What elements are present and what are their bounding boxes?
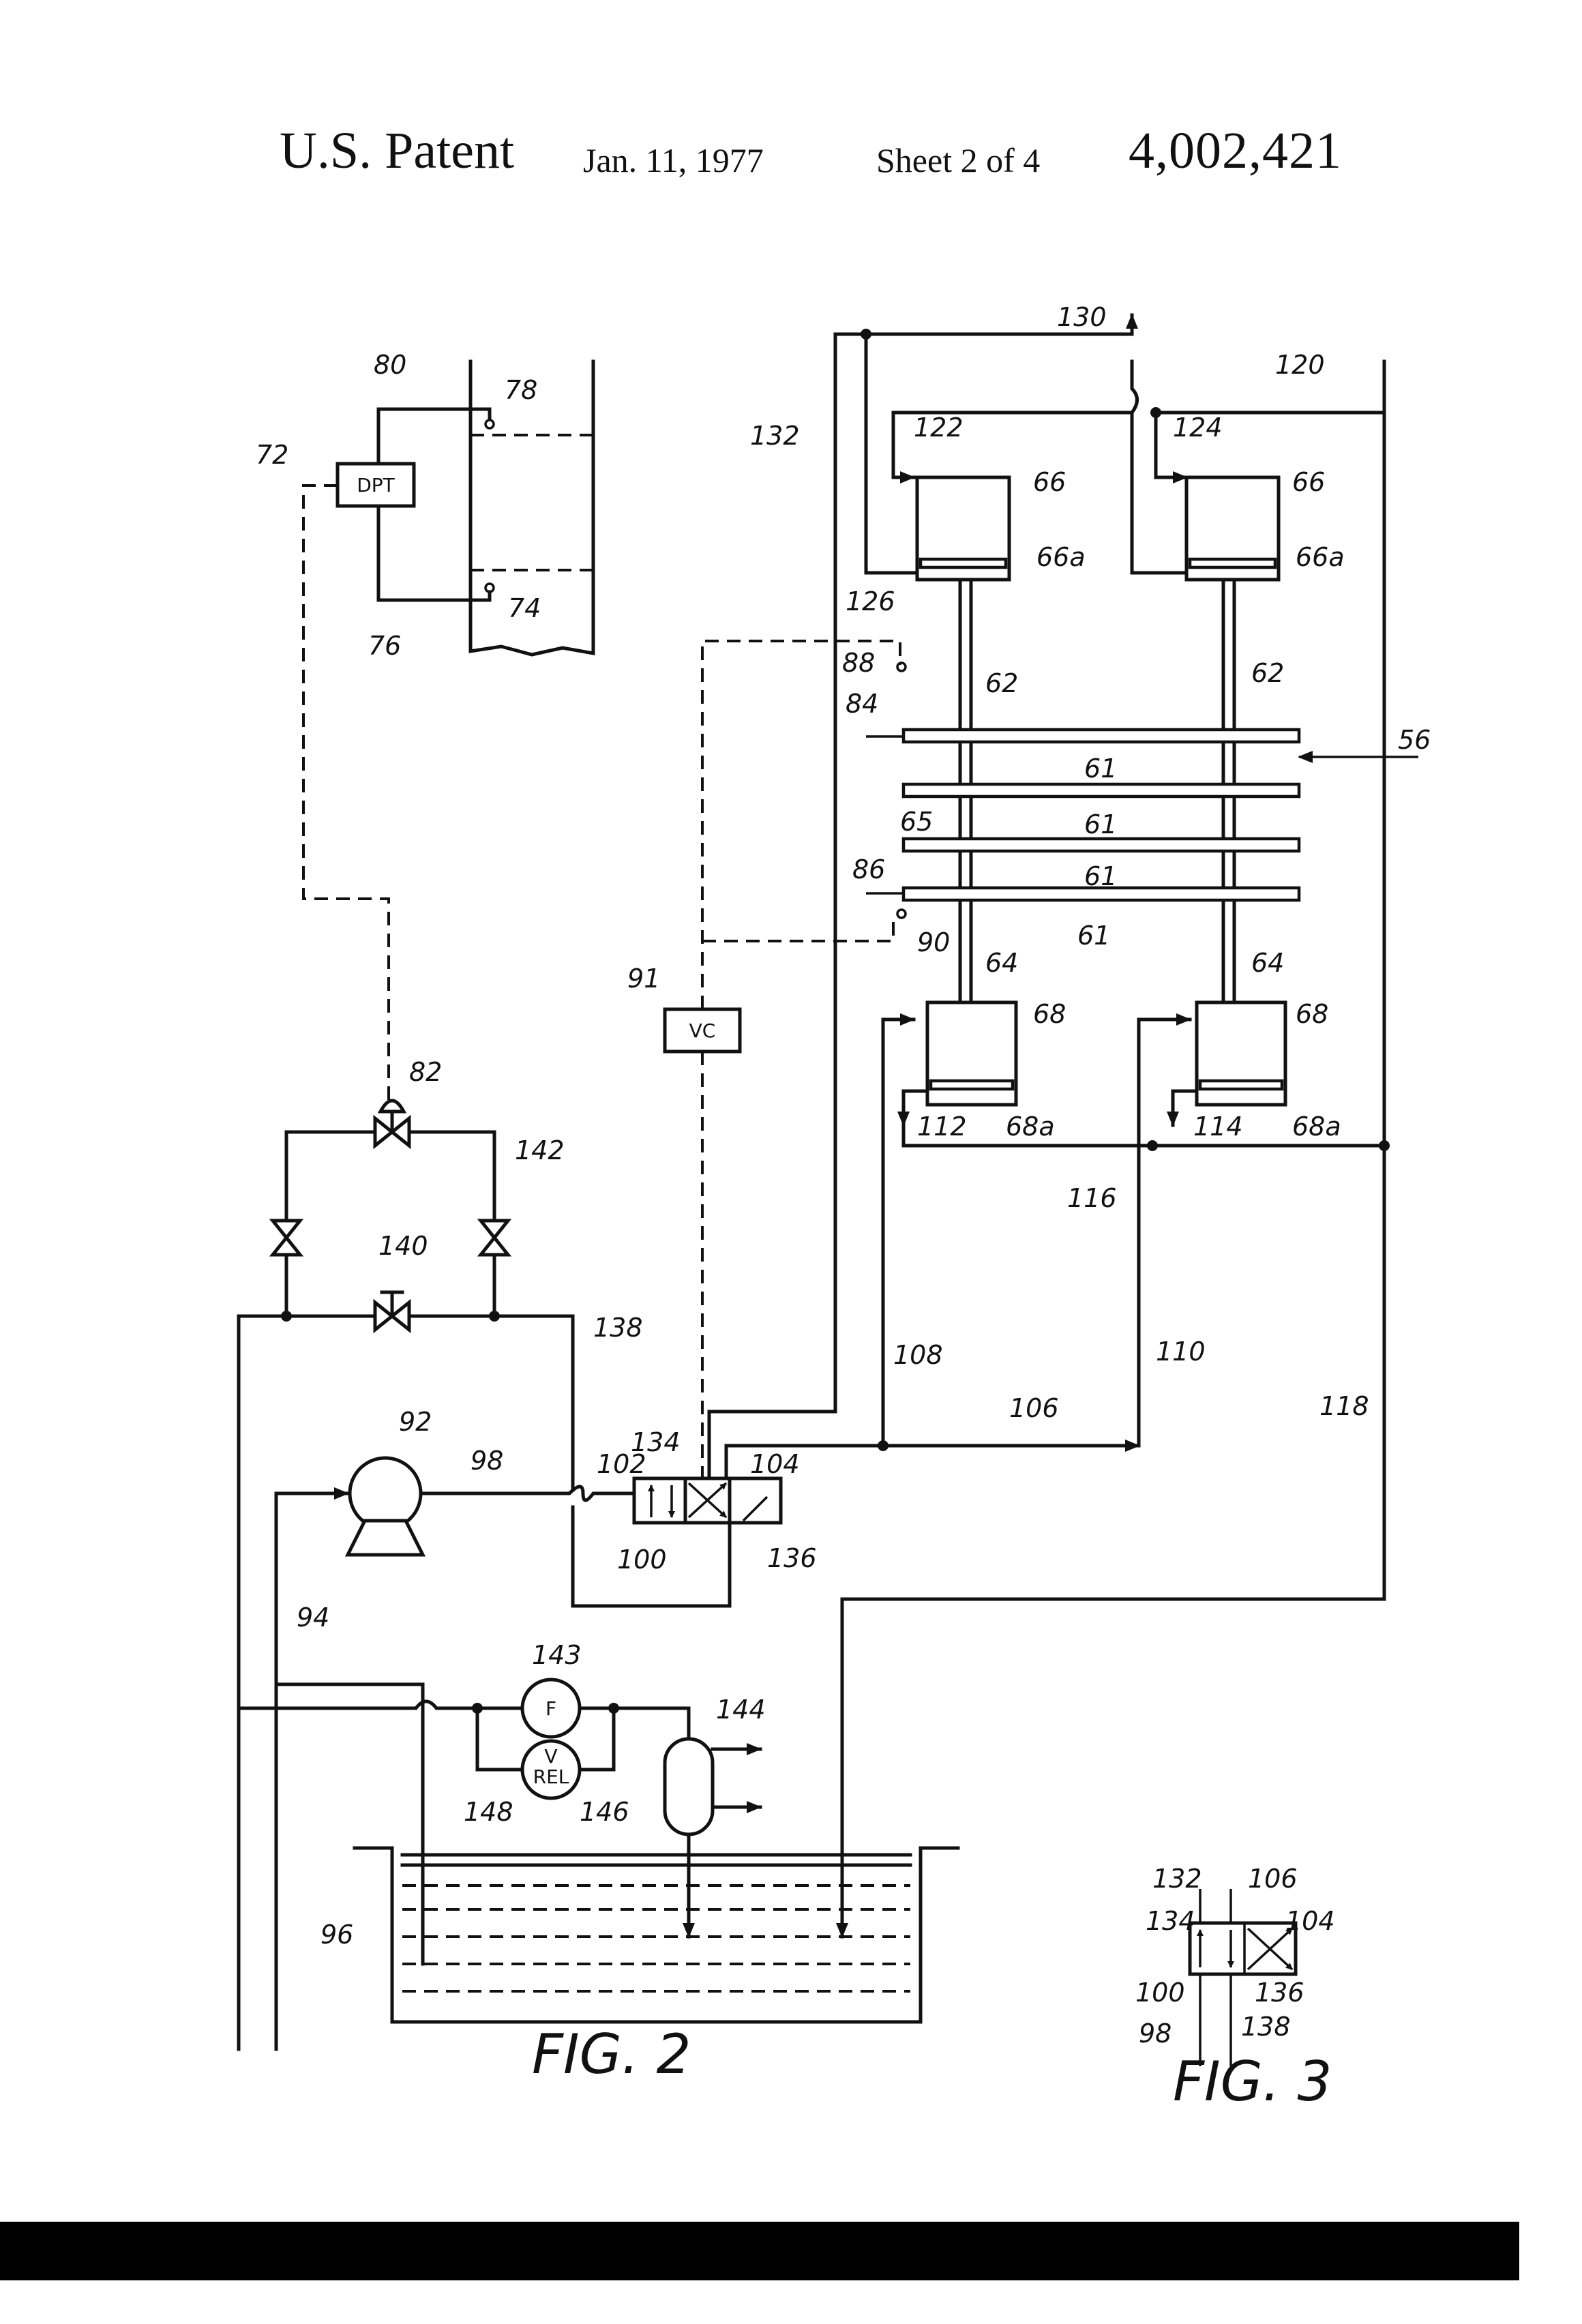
label-118: 118 xyxy=(1319,1391,1369,1421)
label-80: 80 xyxy=(374,350,406,380)
label-132: 132 xyxy=(750,421,800,451)
fig3-label-100: 100 xyxy=(1135,1978,1185,2008)
label-120: 120 xyxy=(1275,350,1325,380)
sensor-88 xyxy=(897,663,906,671)
label-78: 78 xyxy=(505,375,537,405)
fig3-label-98: 98 xyxy=(1139,2018,1171,2049)
fig2-diagram: DPT xyxy=(239,302,1431,2086)
fig3-label-134: 134 xyxy=(1146,1906,1195,1936)
label-68a-right: 68a xyxy=(1292,1112,1341,1142)
label-114: 114 xyxy=(1193,1112,1243,1142)
label-138: 138 xyxy=(593,1313,643,1343)
label-143: 143 xyxy=(532,1640,582,1670)
label-94: 94 xyxy=(297,1603,329,1633)
label-116: 116 xyxy=(1067,1183,1117,1213)
label-68-left: 68 xyxy=(1033,999,1066,1029)
dpt-text: DPT xyxy=(357,474,395,496)
label-112: 112 xyxy=(917,1112,967,1142)
accumulator-144 xyxy=(665,1739,713,1834)
fig3-label-138: 138 xyxy=(1241,2012,1291,2042)
tank-96 xyxy=(355,1848,958,2022)
label-56: 56 xyxy=(1398,725,1431,755)
sensor-90 xyxy=(897,910,906,918)
label-66a-right: 66a xyxy=(1296,542,1345,572)
label-110: 110 xyxy=(1156,1337,1206,1367)
label-61-d: 61 xyxy=(1077,921,1110,951)
label-64-right: 64 xyxy=(1251,948,1284,978)
label-62-left: 62 xyxy=(985,668,1018,698)
label-126: 126 xyxy=(846,586,895,616)
label-122: 122 xyxy=(914,413,964,443)
label-104: 104 xyxy=(750,1449,800,1479)
label-90: 90 xyxy=(917,927,950,957)
label-62-right: 62 xyxy=(1251,658,1284,688)
scan-edge-bar xyxy=(0,2222,1519,2280)
label-91: 91 xyxy=(627,964,660,994)
label-98: 98 xyxy=(471,1446,503,1476)
label-61-a: 61 xyxy=(1084,754,1117,784)
relief-text-bottom: REL xyxy=(533,1766,569,1788)
label-86: 86 xyxy=(852,854,885,884)
label-96: 96 xyxy=(320,1920,353,1950)
label-108: 108 xyxy=(893,1340,943,1370)
fig3-label-136: 136 xyxy=(1255,1978,1304,2008)
label-68a-left: 68a xyxy=(1006,1112,1055,1142)
label-82: 82 xyxy=(409,1057,442,1087)
label-142: 142 xyxy=(515,1135,565,1165)
spool-valve-100 xyxy=(634,1478,781,1523)
label-65: 65 xyxy=(900,807,933,837)
label-124: 124 xyxy=(1173,413,1223,443)
label-100: 100 xyxy=(617,1545,667,1575)
flow-meter-text: F xyxy=(546,1697,556,1720)
valve-actuator xyxy=(380,1101,404,1112)
label-92: 92 xyxy=(399,1407,432,1437)
label-84: 84 xyxy=(846,689,878,719)
relief-text-top: V xyxy=(544,1745,557,1768)
label-130: 130 xyxy=(1057,302,1107,332)
label-88: 88 xyxy=(842,648,875,678)
label-136: 136 xyxy=(767,1543,817,1573)
label-61-c: 61 xyxy=(1084,861,1117,891)
tap-78 xyxy=(486,420,494,428)
label-102: 102 xyxy=(597,1449,646,1479)
label-61-b: 61 xyxy=(1084,809,1117,839)
fig3-label-106: 106 xyxy=(1248,1864,1298,1894)
label-74: 74 xyxy=(508,593,541,623)
fig3-label-104: 104 xyxy=(1285,1906,1335,1936)
label-106: 106 xyxy=(1009,1393,1059,1423)
vc-text: VC xyxy=(689,1019,716,1042)
label-140: 140 xyxy=(378,1231,428,1261)
label-148: 148 xyxy=(464,1797,513,1827)
label-64-left: 64 xyxy=(985,948,1018,978)
label-68-right: 68 xyxy=(1296,999,1328,1029)
fig3-diagram: 132 106 134 104 100 136 98 138 FIG. 3 xyxy=(1135,1864,1335,2113)
label-66-right: 66 xyxy=(1292,467,1325,497)
label-72: 72 xyxy=(256,440,288,470)
label-66a-left: 66a xyxy=(1036,542,1086,572)
label-76: 76 xyxy=(368,631,401,661)
fig3-caption: FIG. 3 xyxy=(1173,2050,1332,2113)
label-66-left: 66 xyxy=(1033,467,1066,497)
fig3-label-132: 132 xyxy=(1152,1864,1202,1894)
fig2-caption: FIG. 2 xyxy=(532,2023,691,2086)
label-146: 146 xyxy=(580,1797,629,1827)
label-144: 144 xyxy=(716,1695,766,1725)
